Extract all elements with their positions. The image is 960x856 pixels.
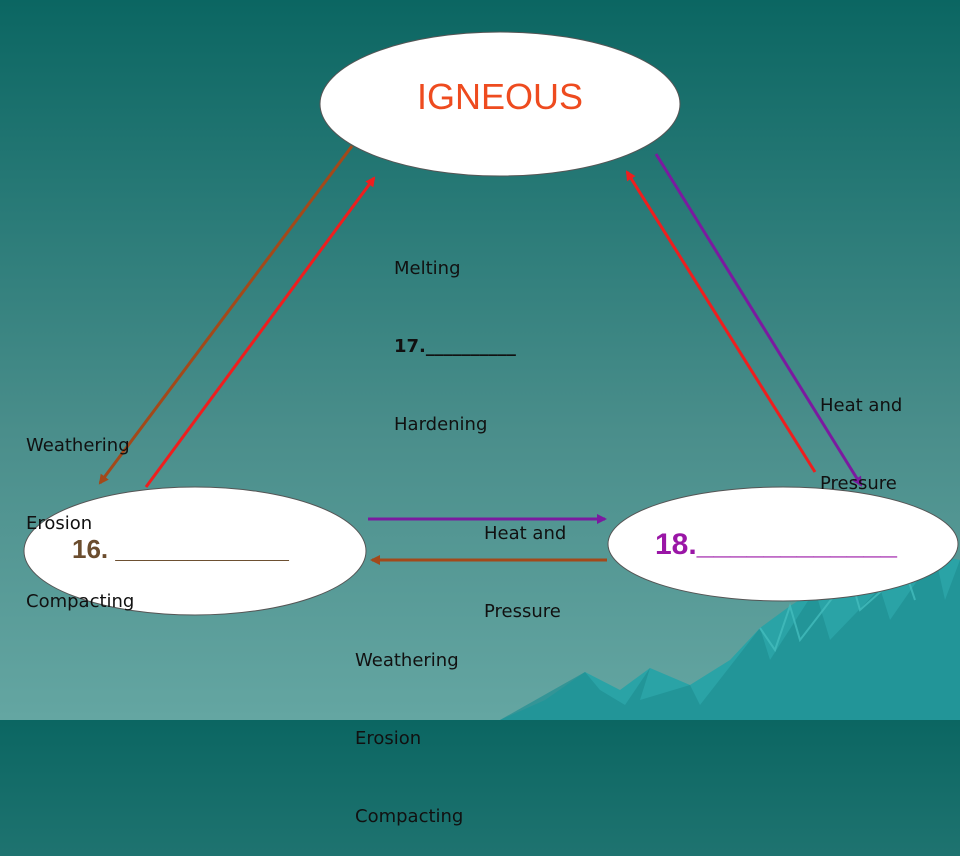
igneous-label: IGNEOUS xyxy=(416,76,584,117)
hardening-text: Hardening xyxy=(394,414,488,435)
weathering-text: Weathering xyxy=(26,435,130,456)
rock-cycle-diagram xyxy=(23,31,960,720)
metamorphic-label: 18.____________ xyxy=(655,528,897,561)
arrow-sedimentary-to-igneous xyxy=(144,176,376,488)
sedimentary-label: 16. ____________ xyxy=(72,534,289,564)
arrow-igneous-to-sedimentary xyxy=(98,145,354,485)
erosion-text: Erosion xyxy=(355,728,422,749)
pressure-text: Pressure xyxy=(484,601,561,622)
heat-and-text: Heat and xyxy=(820,395,903,416)
blank-17: 17.__________ xyxy=(394,336,516,357)
pressure-text: Pressure xyxy=(820,473,897,494)
compacting-text: Compacting xyxy=(26,591,135,612)
bottom-heat-pressure-label: Heat and Pressure xyxy=(484,469,566,651)
erosion-text: Erosion xyxy=(26,513,93,534)
arrow-metamorphic-to-igneous xyxy=(625,170,817,473)
left-process-label: Weathering Erosion Compacting xyxy=(26,381,134,641)
melting-label-block: Melting 17.__________ Hardening xyxy=(394,204,516,464)
heat-and-text: Heat and xyxy=(484,523,567,544)
weathering-text: Weathering xyxy=(355,650,459,671)
sedimentary-node xyxy=(23,486,367,616)
compacting-text: Compacting xyxy=(355,806,464,827)
bottom-weathering-label: Weathering Erosion Compacting xyxy=(355,596,463,856)
melting-text: Melting xyxy=(394,258,461,279)
right-process-label: Heat and Pressure xyxy=(820,341,902,523)
arrow-igneous-to-metamorphic xyxy=(654,153,863,487)
metamorphic-node xyxy=(607,486,959,602)
igneous-node xyxy=(319,31,681,177)
